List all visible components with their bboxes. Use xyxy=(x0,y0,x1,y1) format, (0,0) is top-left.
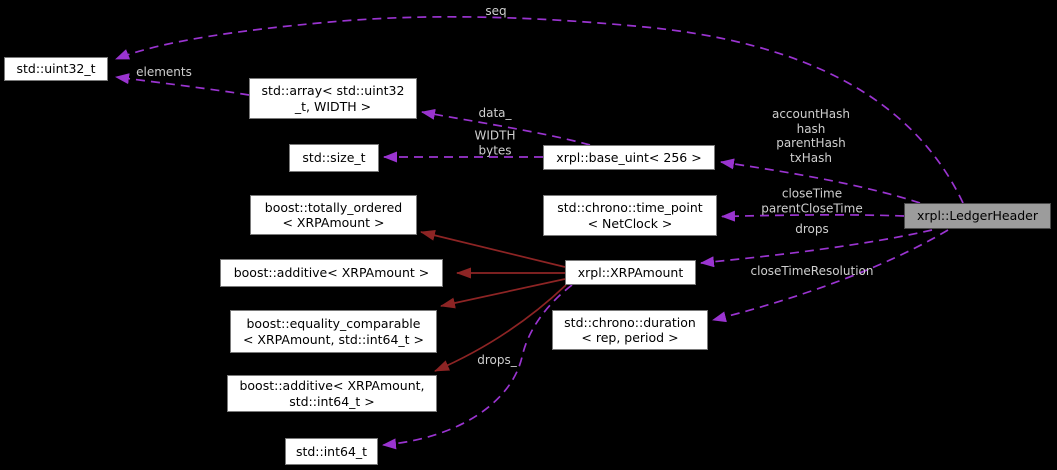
node-boost-additive-xrpamount[interactable]: boost::additive< XRPAmount > xyxy=(220,259,443,287)
node-std-array[interactable]: std::array< std::uint32 _t, WIDTH > xyxy=(249,78,417,119)
edge-drops-member xyxy=(382,284,573,450)
edge-label-close-time-resolution: closeTimeResolution xyxy=(750,263,874,278)
edge-hashes xyxy=(720,158,921,204)
edge-inherit-equality-comparable xyxy=(440,278,566,309)
edge-seq xyxy=(115,15,964,204)
node-std-size-t[interactable]: std::size_t xyxy=(289,144,379,172)
edge-label-seq: seq xyxy=(485,3,507,18)
edge-data xyxy=(421,108,591,146)
node-std-uint32-t[interactable]: std::uint32_t xyxy=(4,57,108,81)
edge-close-time-resolution xyxy=(712,229,949,323)
node-xrpl-base-uint[interactable]: xrpl::base_uint< 256 > xyxy=(543,145,715,170)
node-boost-equality-comparable[interactable]: boost::equality_comparable < XRPAmount, … xyxy=(230,310,437,353)
node-std-int64-t[interactable]: std::int64_t xyxy=(285,438,378,465)
node-boost-additive-xrpamount-int64[interactable]: boost::additive< XRPAmount, std::int64_t… xyxy=(227,375,437,412)
edge-elements xyxy=(115,73,250,96)
node-std-chrono-time-point[interactable]: std::chrono::time_point < NetClock > xyxy=(543,195,717,236)
edge-drops xyxy=(700,229,933,268)
edge-label-elements: elements xyxy=(136,64,192,79)
node-xrpl-ledger-header[interactable]: xrpl::LedgerHeader xyxy=(904,203,1051,229)
edge-label-width-bytes: WIDTH bytes xyxy=(474,128,516,158)
edge-label-data: data_ xyxy=(478,105,512,120)
edge-label-drops: drops xyxy=(795,221,829,236)
edge-label-hashes: accountHash hash parentHash txHash xyxy=(771,107,851,165)
node-std-chrono-duration[interactable]: std::chrono::duration < rep, period > xyxy=(552,310,708,350)
edge-inherit-totally-ordered xyxy=(420,229,566,268)
edge-label-close-times: closeTime parentCloseTime xyxy=(761,186,863,216)
node-xrpl-xrpamount[interactable]: xrpl::XRPAmount xyxy=(565,260,696,285)
edge-close-times xyxy=(721,210,905,222)
node-boost-totally-ordered[interactable]: boost::totally_ordered < XRPAmount > xyxy=(250,195,417,235)
edge-label-drops-member: drops_ xyxy=(477,352,517,367)
edge-inherit-additive-int64 xyxy=(434,284,567,372)
